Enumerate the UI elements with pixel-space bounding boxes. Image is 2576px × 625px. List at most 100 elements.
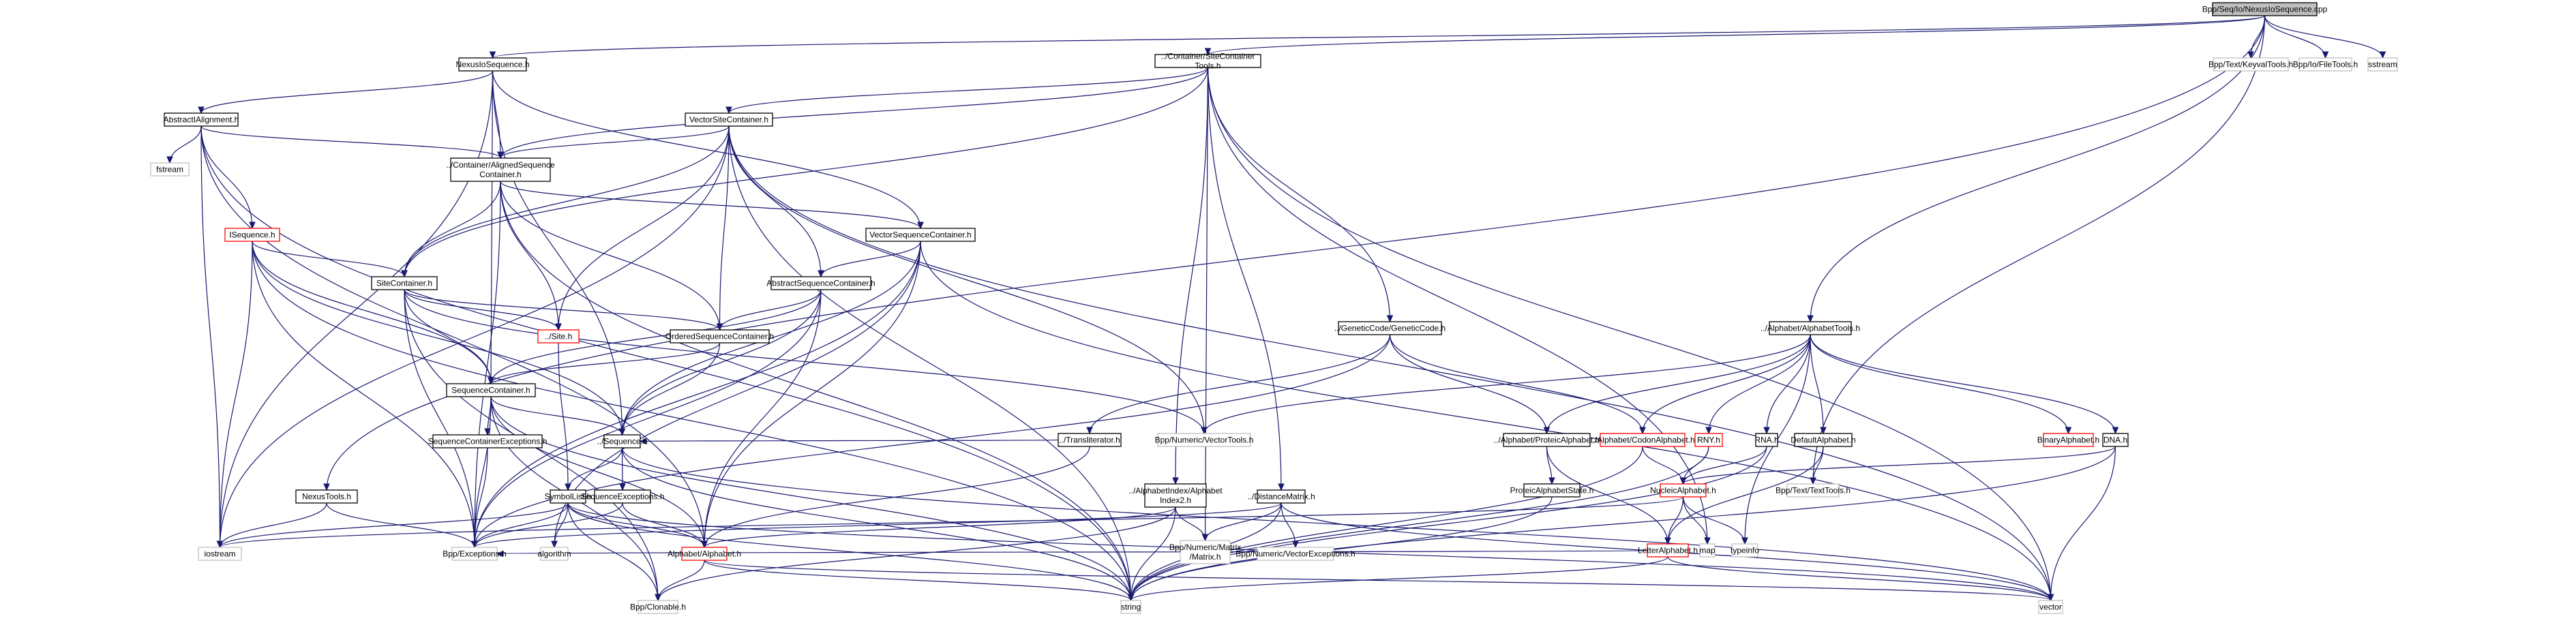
arrowhead-icon (1807, 315, 1814, 323)
edge-alphabet_h-to-string (704, 560, 1132, 601)
edge-symbollist_h-to-exceptions_h (474, 502, 569, 548)
arrowhead-icon (618, 428, 626, 436)
edge-alignedsequencecontainer_h-to-sitecontainer_h (404, 181, 501, 277)
node-binaryalphabet-h[interactable]: BinaryAlphabet.h (2037, 433, 2099, 447)
edge-root-to-texttools_h (1812, 15, 2266, 485)
edge-sequencecontainerexceptions_h-to-exceptions_h (474, 447, 488, 548)
node-label: ../Alphabet/AlphabetTools.h (1761, 324, 1860, 333)
edge-vectorsitecontainer_h-to-vectortools_h (728, 125, 1205, 434)
node-label: SymbolList.h (545, 492, 592, 502)
node-alphabettools-h[interactable]: ../Alphabet/AlphabetTools.h (1761, 321, 1860, 335)
node-symbollist-h[interactable]: SymbolList.h (545, 489, 592, 504)
node-vector[interactable]: vector (2038, 600, 2063, 614)
node-root[interactable]: Bpp/Seq/Io/NexusIoSequence.cpp (2202, 2, 2328, 16)
node-rna-h[interactable]: RNA.h (1754, 433, 1779, 447)
node-map[interactable]: map (1699, 543, 1716, 558)
node-keyvaltools-h[interactable]: Bpp/Text/KeyvalTools.h (2208, 57, 2293, 72)
edge-root-to-nexustools_h (326, 15, 2266, 491)
arrowhead-icon (484, 428, 491, 436)
arrowhead-icon (489, 51, 496, 59)
edge-vectorsequencecontainer_h-to-abstractsequencecontainer_h (820, 241, 921, 277)
edge-nexusiosequence_h-to-vectorsequencecontainer_h (492, 70, 921, 229)
node-clonable-h[interactable]: Bpp/Clonable.h (630, 600, 686, 614)
node-vectortools-h[interactable]: Bpp/Numeric/VectorTools.h (1155, 433, 1254, 447)
edge-transliterator_h-to-alphabet_h (704, 446, 1090, 548)
edge-vectorsitecontainer_h-to-sitecontainer_h (404, 125, 730, 277)
node-dna-h[interactable]: DNA.h (2102, 433, 2129, 447)
edge-sitecontainer_h-to-exceptions_h (404, 289, 475, 548)
arrowhead-icon (1201, 534, 1209, 542)
edge-vectorsequencecontainer_h-to-vector (920, 241, 2052, 601)
node-alphabet-h[interactable]: Alphabet/Alphabet.h (668, 547, 741, 561)
node-sequencecontainerexceptions-h[interactable]: SequenceContainerExceptions.h (428, 434, 548, 448)
edge-distancematrix_h-to-vectorexceptions_h (1280, 502, 1296, 548)
edge-sequencecontainer_h-to-exceptions_h (474, 396, 492, 548)
edge-proteicalphabetstate_h-to-string (1130, 496, 1553, 601)
node-algorithm[interactable]: algorithm (537, 547, 571, 561)
node-filetools-h[interactable]: Bpp/Io/FileTools.h (2293, 57, 2358, 72)
edge-sitecontainertools_h-to-vector (1207, 67, 2052, 601)
node-label: BinaryAlphabet.h (2037, 436, 2099, 445)
node-nucleicalphabet-h[interactable]: NucleicAlphabet.h (1650, 483, 1716, 498)
node-distancematrix-h[interactable]: ../DistanceMatrix.h (1247, 489, 1315, 504)
arrowhead-icon (1278, 483, 1285, 491)
node-abstractialignment-h[interactable]: AbstractIAlignment.h (164, 112, 239, 127)
node-sitecontainer-h[interactable]: SiteContainer.h (371, 276, 438, 290)
node-label: ../Alphabet/CodonAlphabet.h (1590, 436, 1694, 445)
arrowhead-icon (917, 222, 924, 230)
edge-alphabettools_h-to-rny_h (1708, 334, 1811, 434)
node-label: VectorSequenceContainer.h (869, 230, 971, 240)
node-rny-h[interactable]: RNY.h (1694, 433, 1723, 447)
node-nexusiosequence-h[interactable]: NexusIoSequence.h (455, 57, 530, 72)
edge-alignedsequencecontainer_h-to-exceptions_h (474, 181, 501, 548)
arrowhead-icon (216, 540, 224, 549)
arrowhead-icon (565, 483, 571, 491)
node-vectorsequencecontainer-h[interactable]: VectorSequenceContainer.h (865, 228, 976, 242)
edge-rna_h-to-string (1130, 446, 1767, 601)
node-orderedsequencecontainer-h[interactable]: OrderedSequenceContainer.h (665, 329, 774, 344)
node-letteralphabet-h[interactable]: LetterAlphabet.h (1638, 543, 1698, 558)
node-label: Bpp/Numeric/VectorTools.h (1155, 436, 1254, 445)
node-label: algorithm (537, 549, 571, 559)
edge-nucleicalphabet_h-to-iostream (219, 496, 1684, 548)
node-defaultalphabet-h[interactable]: DefaultAlphabet.h (1791, 433, 1856, 447)
node-sequenceexceptions-h[interactable]: SequenceExceptions.h (581, 489, 665, 504)
node-nexustools-h[interactable]: NexusTools.h (295, 489, 358, 504)
arrowhead-icon (725, 106, 732, 115)
edge-distancematrix_h-to-matrix_h (1204, 502, 1282, 541)
node-proteicalphabet-h[interactable]: ../Alphabet/ProteicAlphabet.h (1494, 433, 1600, 447)
edge-layer (166, 15, 2386, 602)
node-sstream[interactable]: sstream (2367, 57, 2398, 72)
arrowhead-icon (1810, 477, 1816, 485)
arrowhead-icon (1664, 537, 1671, 545)
arrowhead-icon (323, 483, 330, 491)
node-geneticcode-h[interactable]: ../GeneticCode/GeneticCode.h (1334, 321, 1446, 335)
node-iostream[interactable]: iostream (198, 547, 242, 561)
edge-alphabettools_h-to-rna_h (1766, 334, 1811, 434)
node-texttools-h[interactable]: Bpp/Text/TextTools.h (1776, 483, 1851, 498)
node-proteicalphabetstate-h[interactable]: ProteicAlphabetState.h (1510, 483, 1594, 498)
node-sequence-h[interactable]: ../Sequence.h (597, 434, 648, 448)
arrowhead-icon (551, 540, 558, 549)
node-typeinfo[interactable]: typeinfo (1731, 543, 1759, 558)
node-site-h[interactable]: ../Site.h (537, 329, 580, 344)
node-label: NucleicAlphabet.h (1650, 486, 1716, 496)
node-transliterator-h[interactable]: ../Transliterator.h (1058, 433, 1122, 447)
node-isequence-h[interactable]: ISequence.h (224, 228, 280, 242)
node-fstream[interactable]: fstream (150, 162, 190, 177)
node-sequencecontainer-h[interactable]: SequenceContainer.h (446, 383, 536, 397)
node-label: RNA.h (1754, 436, 1778, 445)
node-vectorexceptions-h[interactable]: Bpp/Numeric/VectorExceptions.h (1235, 547, 1356, 561)
node-codonalphabet-h[interactable]: ../Alphabet/CodonAlphabet.h (1590, 433, 1695, 447)
node-matrix-h[interactable]: Bpp/Numeric/Matrix/Matrix.h (1169, 540, 1241, 564)
node-vectorsitecontainer-h[interactable]: VectorSiteContainer.h (685, 112, 773, 127)
node-string[interactable]: string (1120, 600, 1141, 614)
edge-geneticcode_h-to-exceptions_h (474, 334, 1391, 548)
node-abstractsequencecontainer-h[interactable]: AbstractSequenceContainer.h (766, 276, 875, 290)
edge-geneticcode_h-to-transliterator_h (1089, 334, 1391, 434)
arrowhead-icon (2322, 51, 2329, 59)
node-exceptions-h[interactable]: Bpp/Exceptions.h (443, 547, 507, 561)
